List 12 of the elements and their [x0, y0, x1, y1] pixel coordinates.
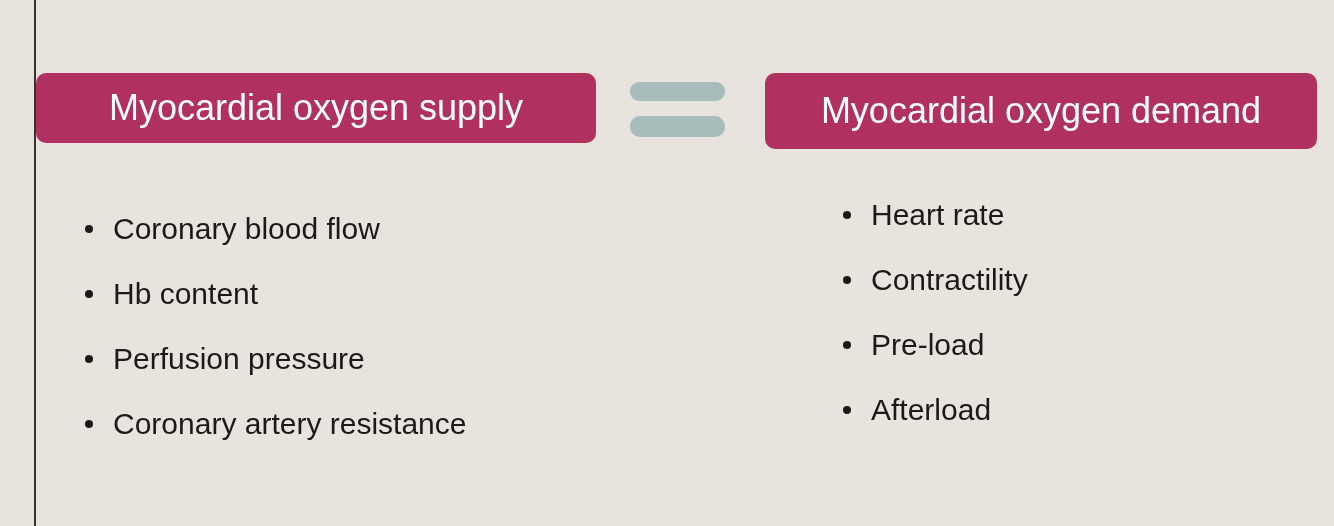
header-text: Myocardial oxygen supply	[108, 87, 524, 129]
bullet-point: Hb content	[113, 276, 259, 312]
bullet-point: Heart rate	[871, 197, 1005, 233]
bullet-point: Coronary blood flow	[113, 211, 380, 247]
bullet-point: Perfusion pressure	[113, 341, 365, 377]
header-text: Myocardial oxygen demand	[820, 90, 1262, 132]
bullet-point: Coronary artery resistance	[113, 406, 467, 442]
bullet-point: Pre-load	[871, 327, 985, 363]
bullet-point: Afterload	[871, 392, 992, 428]
bullet-point: Contractility	[871, 262, 1028, 298]
header-box	[765, 73, 1317, 149]
header-box	[36, 73, 596, 143]
